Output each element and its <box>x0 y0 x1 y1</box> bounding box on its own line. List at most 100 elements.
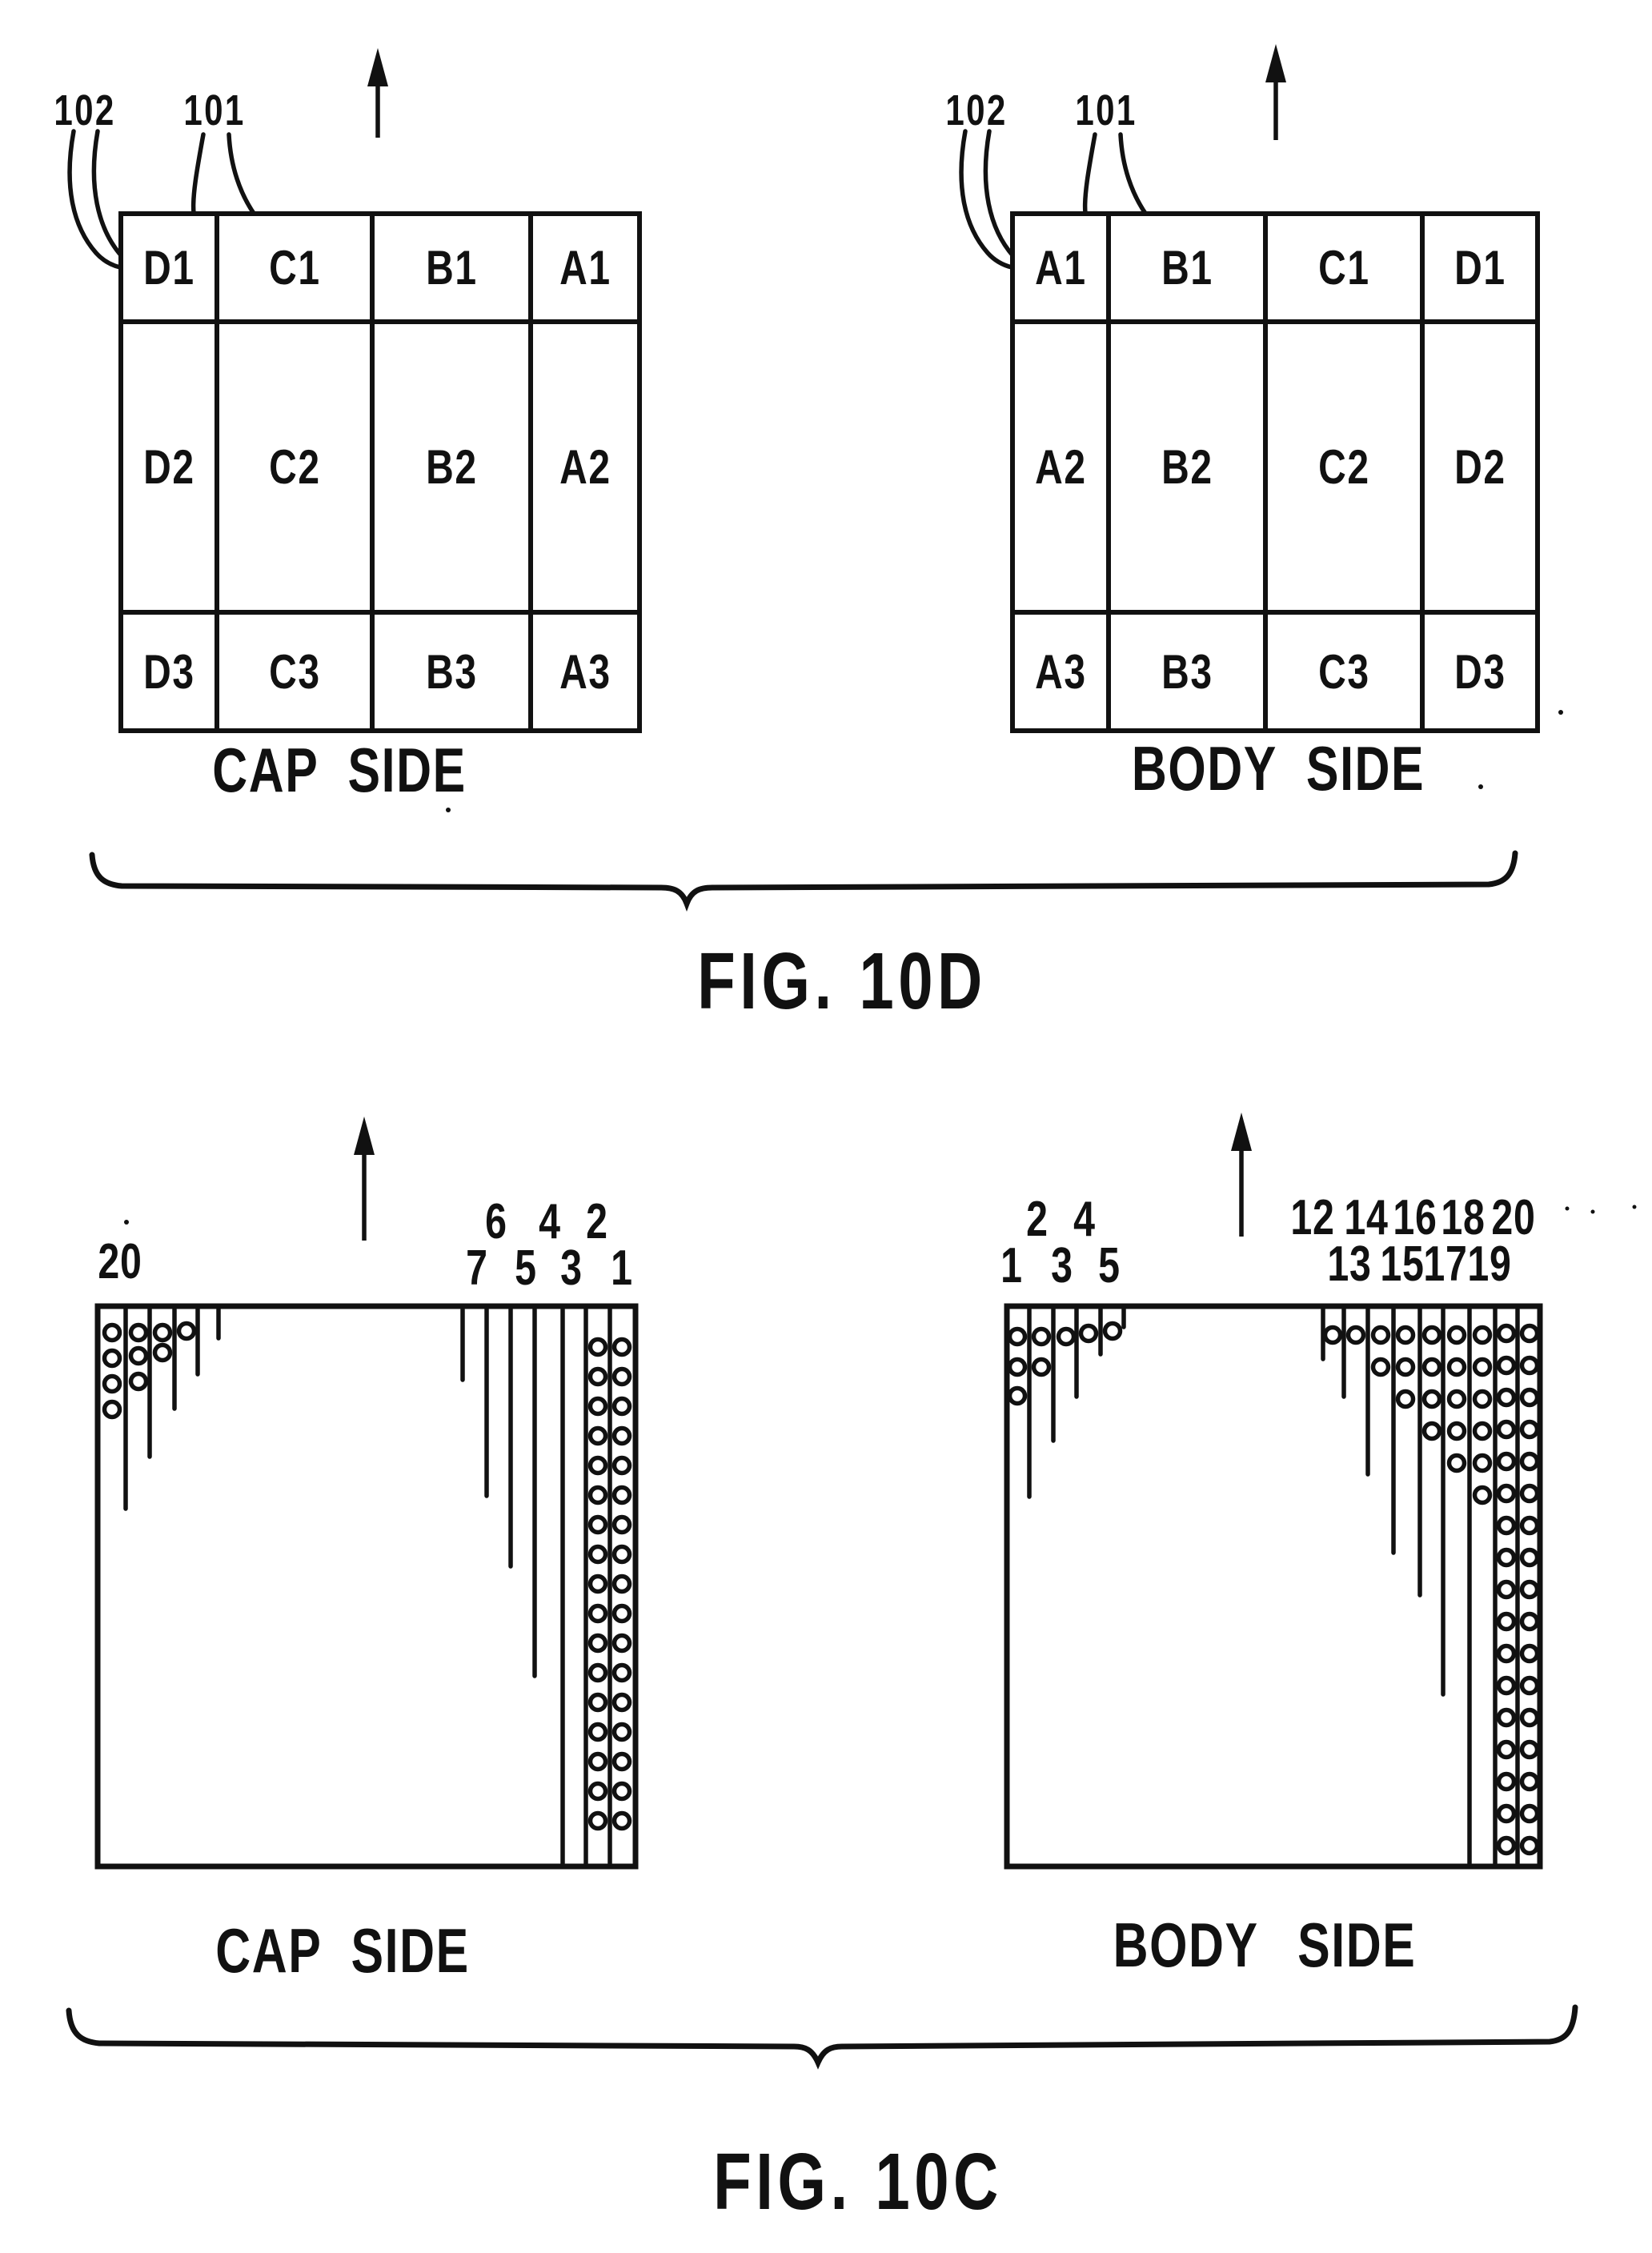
cell-label: A1 <box>1034 241 1087 295</box>
pad-circle <box>152 1342 173 1363</box>
pad-circle <box>587 1603 608 1624</box>
pad-circle <box>587 1485 608 1505</box>
pad-circle <box>1496 1611 1517 1632</box>
pad-circle <box>1519 1739 1540 1760</box>
pad-circle <box>1007 1385 1028 1406</box>
pad-circle <box>1496 1451 1517 1472</box>
pad-circle <box>611 1573 632 1594</box>
pad-circle <box>1519 1451 1540 1472</box>
pad-circle <box>1078 1323 1099 1344</box>
pad-circle <box>587 1781 608 1802</box>
pad-circle <box>1472 1389 1493 1409</box>
ref-numeral-102-right: 102 <box>945 86 1008 134</box>
pad-circle <box>1496 1835 1517 1856</box>
cell-label: B1 <box>425 241 478 295</box>
channel-label-5: 5 <box>515 1241 537 1296</box>
figure-10c-caption: FIG. 10C <box>713 2137 1003 2227</box>
pad-circle <box>611 1662 632 1683</box>
grid-cell: B1 <box>1111 216 1268 324</box>
grid-cell: D2 <box>123 324 219 615</box>
channel-label-15: 15 <box>1380 1237 1425 1292</box>
cell-label: D2 <box>142 440 195 494</box>
pad-circle <box>1322 1325 1343 1345</box>
underbrace <box>89 850 1518 912</box>
pad-circle <box>1496 1803 1517 1824</box>
pad-circle <box>1496 1675 1517 1696</box>
cell-label: A3 <box>1034 644 1087 699</box>
pad-circle <box>102 1322 122 1343</box>
pad-circle <box>1496 1643 1517 1664</box>
ref-numeral-101-right: 101 <box>1075 86 1137 134</box>
pad-circle <box>1496 1323 1517 1344</box>
pad-circle <box>1519 1611 1540 1632</box>
pad-circle <box>1496 1355 1517 1376</box>
pad-circle <box>1007 1357 1028 1377</box>
pad-circle <box>128 1322 149 1343</box>
grid-cell: A2 <box>1015 324 1111 615</box>
pad-circle <box>587 1514 608 1535</box>
pad-circle <box>1519 1483 1540 1504</box>
body-side-caption-bottom: BODY SIDE <box>1113 1910 1417 1980</box>
pad-circle <box>1496 1707 1517 1728</box>
underbrace <box>66 2004 1578 2070</box>
leader-line <box>67 129 122 270</box>
grid-cell: A1 <box>533 216 637 324</box>
pad-circle <box>1496 1483 1517 1504</box>
cell-label: A2 <box>1034 440 1087 494</box>
cell-label: B2 <box>1161 440 1213 494</box>
pad-circle <box>587 1722 608 1742</box>
channel-label-19: 19 <box>1467 1237 1512 1292</box>
channel-label-3: 3 <box>560 1241 583 1296</box>
pad-circle <box>587 1455 608 1476</box>
ink-speck <box>1565 1206 1570 1211</box>
pad-circle <box>1031 1326 1052 1347</box>
pad-circle <box>1056 1326 1077 1347</box>
cell-label: D3 <box>142 644 195 699</box>
cell-label: B3 <box>425 644 478 699</box>
grid-cell: A1 <box>1015 216 1111 324</box>
channel-label-4: 4 <box>539 1194 561 1249</box>
channel-label-4b: 4 <box>1073 1192 1096 1247</box>
pad-circle <box>102 1373 122 1394</box>
grid-cell: D1 <box>1425 216 1535 324</box>
pad-circle <box>1519 1355 1540 1376</box>
grid-cell: D2 <box>1425 324 1535 615</box>
cell-label: D3 <box>1454 644 1506 699</box>
pad-circle <box>1370 1357 1391 1377</box>
pad-circle <box>611 1396 632 1417</box>
pad-circle <box>1519 1515 1540 1536</box>
pad-circle <box>1496 1419 1517 1440</box>
pad-circle <box>1031 1357 1052 1377</box>
pad-circle <box>611 1692 632 1713</box>
pad-circle <box>1446 1421 1467 1441</box>
channel-label-16: 16 <box>1393 1190 1437 1245</box>
pad-circle <box>1472 1485 1493 1505</box>
cell-label: C3 <box>268 644 321 699</box>
channel-label-2b: 2 <box>1026 1192 1049 1247</box>
pad-circle <box>128 1345 149 1366</box>
grid-cell: C1 <box>219 216 375 324</box>
pad-circle <box>587 1573 608 1594</box>
pad-circle <box>1395 1389 1416 1409</box>
pad-circle <box>1472 1357 1493 1377</box>
pad-circle <box>1496 1739 1517 1760</box>
ink-speck <box>1558 710 1563 715</box>
channel-label-2: 2 <box>586 1194 608 1249</box>
pad-circle <box>102 1348 122 1369</box>
grid-cell: A2 <box>533 324 637 615</box>
grid-cell: C2 <box>1268 324 1425 615</box>
pad-circle <box>1519 1323 1540 1344</box>
pad-circle <box>611 1810 632 1831</box>
pad-circle <box>611 1455 632 1476</box>
pad-circle <box>1472 1325 1493 1345</box>
pad-circle <box>1519 1803 1540 1824</box>
cell-label: A2 <box>559 440 611 494</box>
pad-circle <box>1519 1547 1540 1568</box>
pad-circle <box>1496 1515 1517 1536</box>
channel-label-3b: 3 <box>1051 1238 1073 1293</box>
channel-label-13: 13 <box>1327 1237 1372 1292</box>
channel-label-14: 14 <box>1344 1190 1389 1245</box>
pad-circle <box>611 1603 632 1624</box>
pad-circle <box>1519 1419 1540 1440</box>
cell-label: D2 <box>1454 440 1506 494</box>
